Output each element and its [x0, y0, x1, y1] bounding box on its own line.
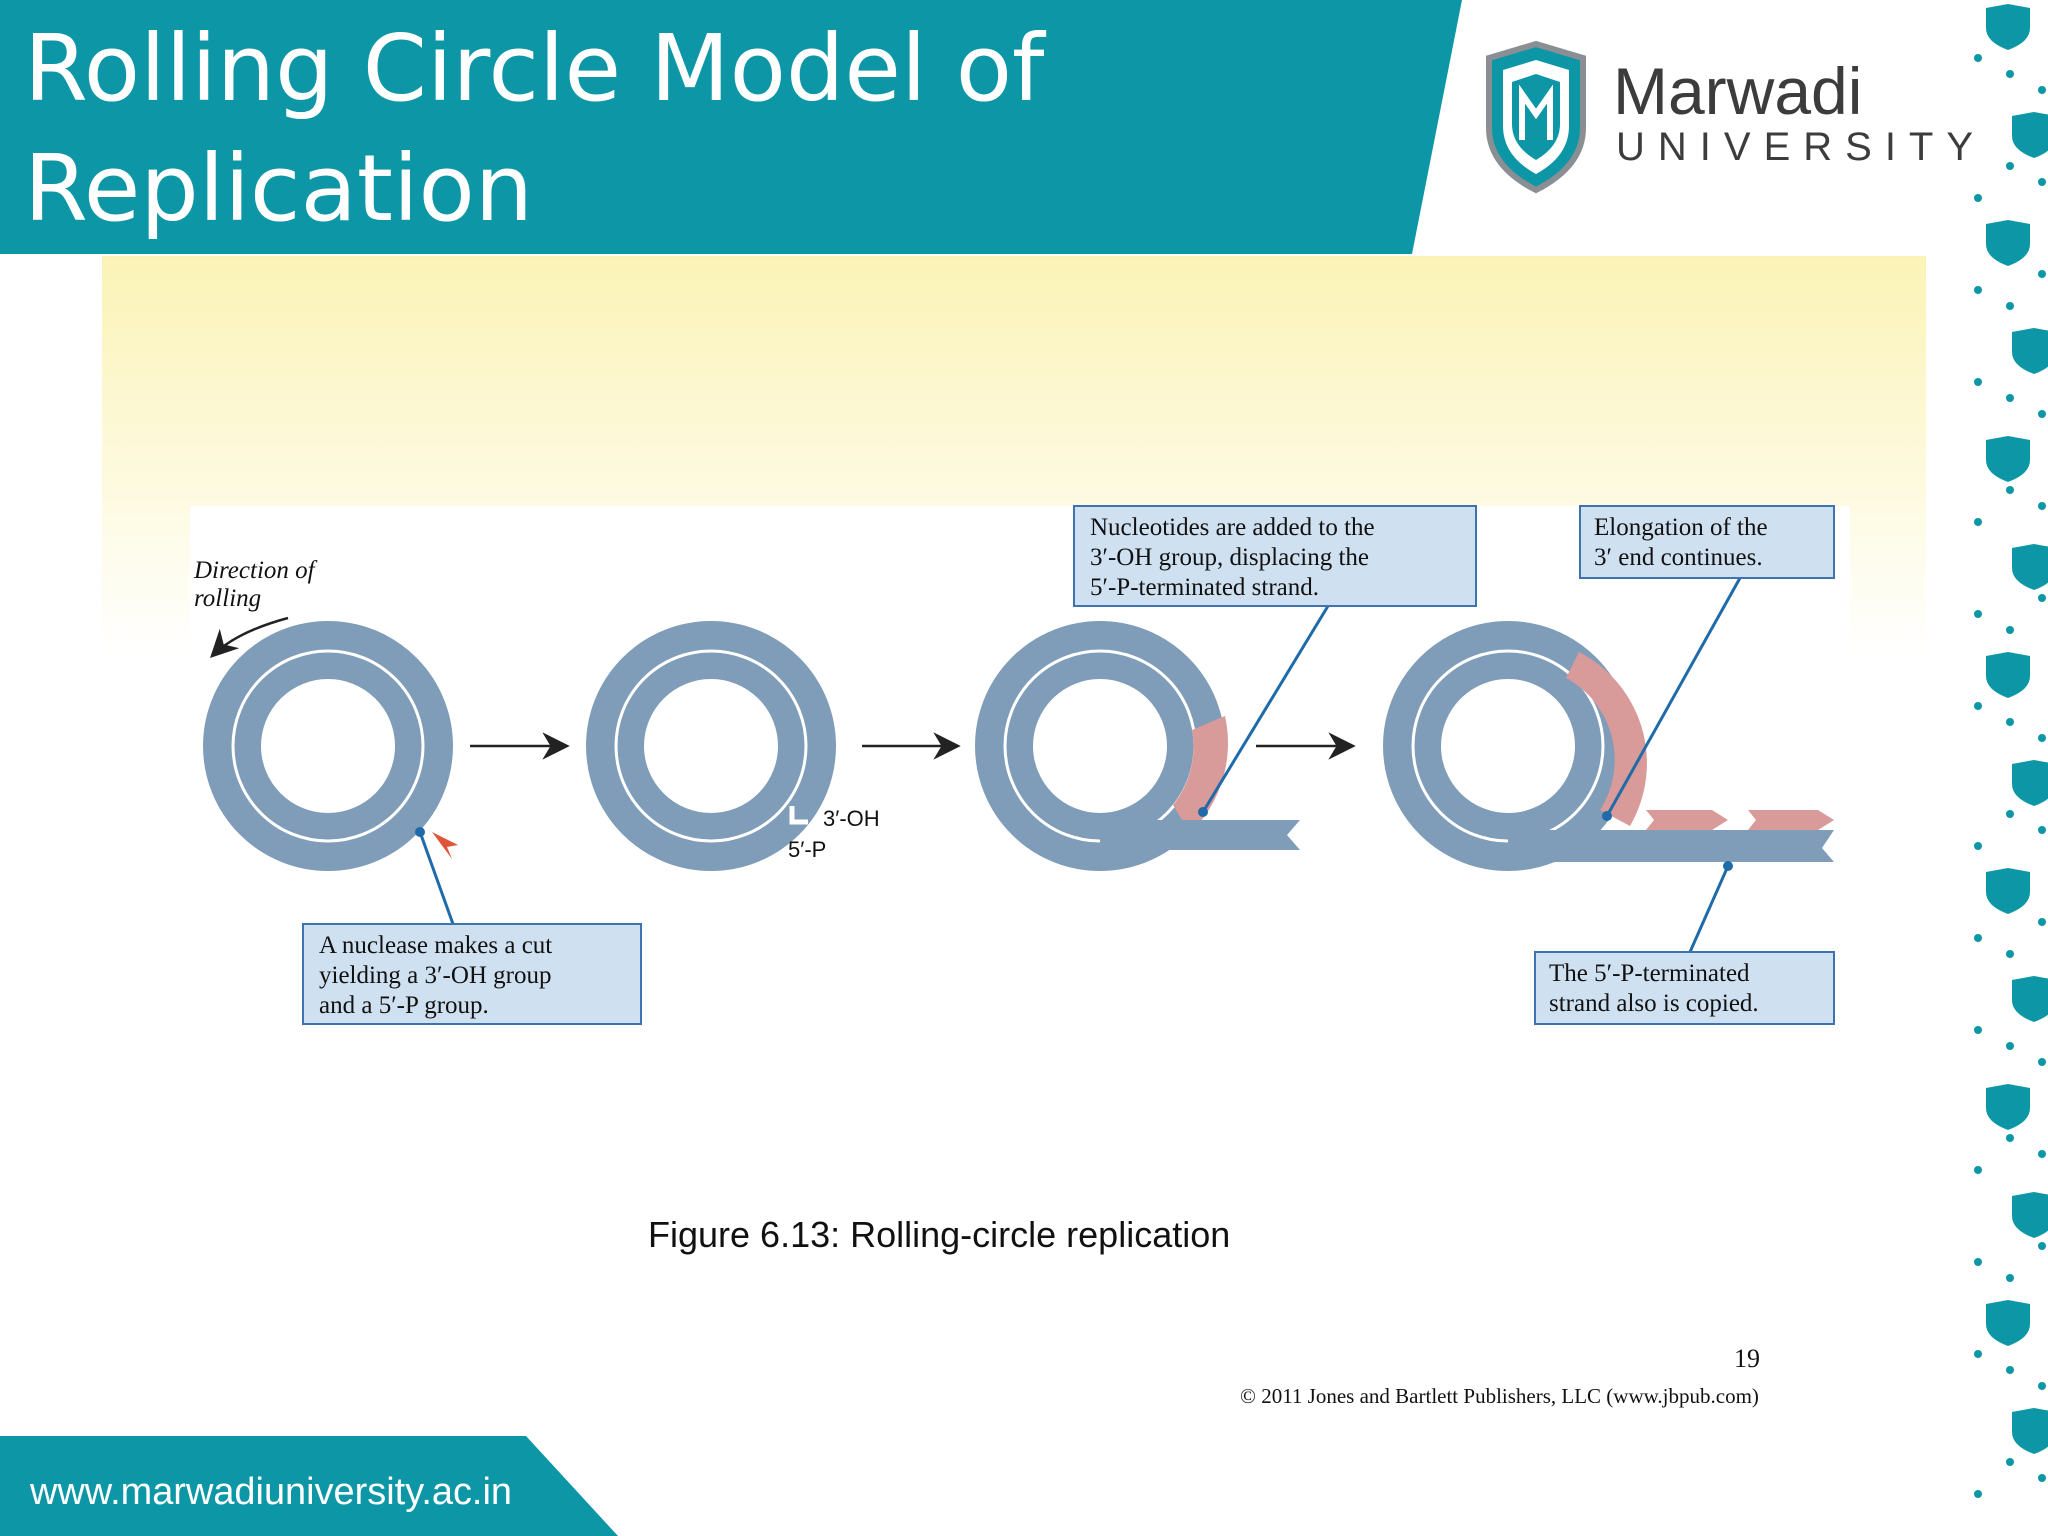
- decorative-dot: [1974, 1258, 1982, 1266]
- callout-copied: The 5′-P-terminated strand also is copie…: [1534, 861, 1835, 1025]
- decorative-dot: [1974, 1026, 1982, 1034]
- callout-nucleotides-line2: 3′-OH group, displacing the: [1090, 544, 1369, 571]
- decorative-shield-icon: [2012, 544, 2048, 590]
- decorative-dot: [2006, 626, 2014, 634]
- slide-title-line2: Replication: [24, 135, 533, 242]
- decorative-shield-icon: [2012, 760, 2048, 806]
- callout-nucleotides-line1: Nucleotides are added to the: [1090, 514, 1375, 541]
- decorative-shield-icon: [2012, 1192, 2048, 1238]
- decorative-dot: [2038, 1150, 2046, 1158]
- callout-elongation-line1: Elongation of the: [1594, 514, 1768, 541]
- decorative-dot: [1974, 610, 1982, 618]
- mu-shield-logo-icon: [1486, 40, 1586, 194]
- stage-1-circle: [203, 621, 453, 871]
- decorative-dot: [1974, 194, 1982, 202]
- decorative-dot: [2038, 918, 2046, 926]
- decorative-shield-icon: [1986, 436, 2030, 482]
- decorative-dot: [2038, 594, 2046, 602]
- decorative-dot: [2038, 86, 2046, 94]
- footer-url-link[interactable]: www.marwadiuniversity.ac.in: [29, 1471, 512, 1513]
- nick-mark: [789, 806, 808, 825]
- decorative-shield-icon: [2012, 976, 2048, 1022]
- decorative-dot: [1974, 378, 1982, 386]
- decorative-dot: [1974, 1490, 1982, 1498]
- nuclease-cut-arrow: [432, 832, 458, 859]
- direction-label-line1: Direction of: [193, 557, 318, 584]
- decorative-dot: [2038, 270, 2046, 278]
- stage-3-circle: [975, 621, 1300, 871]
- header-banner: [0, 0, 1462, 254]
- direction-label-line2: rolling: [194, 585, 261, 612]
- callout-nuclease: A nuclease makes a cut yielding a 3′-OH …: [302, 827, 642, 1025]
- decorative-shield-icon: [1986, 1084, 2030, 1130]
- logo-name: Marwadi: [1613, 54, 1862, 128]
- decorative-dot: [1974, 702, 1982, 710]
- callout-nuclease-line2: yielding a 3′-OH group: [319, 962, 552, 989]
- decorative-dot: [2038, 734, 2046, 742]
- decorative-dot: [1974, 54, 1982, 62]
- decorative-dot: [2006, 1366, 2014, 1374]
- decorative-dot: [2038, 1242, 2046, 1250]
- decorative-dot: [2006, 1458, 2014, 1466]
- decorative-dot: [2006, 950, 2014, 958]
- decorative-dot: [2038, 826, 2046, 834]
- decorative-dot: [1974, 518, 1982, 526]
- callout-copied-line1: The 5′-P-terminated: [1549, 960, 1750, 987]
- callout-nuclease-line1: A nuclease makes a cut: [319, 932, 552, 959]
- decorative-dot: [2006, 302, 2014, 310]
- decorative-dot: [2038, 410, 2046, 418]
- callout-elongation-line2: 3′ end continues.: [1594, 544, 1763, 571]
- decorative-shield-icon: [1986, 652, 2030, 698]
- decorative-dot: [2006, 718, 2014, 726]
- callout-nucleotides: Nucleotides are added to the 3′-OH group…: [1073, 505, 1477, 817]
- decorative-dot: [2006, 162, 2014, 170]
- decorative-dot: [1974, 1350, 1982, 1358]
- stage-2-circle: [586, 621, 836, 871]
- decorative-dot: [1974, 934, 1982, 942]
- decorative-shield-icon: [2012, 1408, 2048, 1454]
- decorative-dot: [2006, 70, 2014, 78]
- callout-nucleotides-line3: 5′-P-terminated strand.: [1090, 574, 1319, 601]
- decorative-dot: [1974, 286, 1982, 294]
- callout-nuclease-line3: and a 5′-P group.: [319, 992, 489, 1019]
- decorative-dot: [2038, 1474, 2046, 1482]
- decorative-shield-icon: [2012, 328, 2048, 374]
- decorative-dot: [2038, 502, 2046, 510]
- decorative-dot: [2038, 178, 2046, 186]
- decorative-shield-icon: [2012, 112, 2048, 158]
- direction-arrow: [210, 616, 289, 658]
- slide-title-line1: Rolling Circle Model of: [24, 15, 1047, 122]
- logo-sub: UNIVERSITY: [1616, 125, 1986, 169]
- decorative-dot: [2006, 1042, 2014, 1050]
- decorative-shield-column: [1974, 4, 2048, 1498]
- decorative-dot: [2006, 486, 2014, 494]
- decorative-dot: [1974, 842, 1982, 850]
- decorative-dot: [2038, 1058, 2046, 1066]
- decorative-dot: [2006, 394, 2014, 402]
- page-number: 19: [1734, 1344, 1760, 1373]
- copyright-note: © 2011 Jones and Bartlett Publishers, LL…: [1240, 1384, 1759, 1408]
- decorative-dot: [1974, 1166, 1982, 1174]
- figure-caption: Figure 6.13: Rolling-circle replication: [648, 1214, 1230, 1255]
- decorative-shield-icon: [1986, 220, 2030, 266]
- decorative-dot: [2038, 1382, 2046, 1390]
- decorative-shield-icon: [1986, 1300, 2030, 1346]
- callout-elongation: Elongation of the 3′ end continues.: [1579, 505, 1835, 821]
- footer-banner: [0, 1436, 618, 1536]
- decorative-shield-icon: [1986, 4, 2030, 50]
- end-label-3oh: 3′-OH: [823, 806, 880, 831]
- decorative-dot: [2006, 810, 2014, 818]
- callout-copied-line2: strand also is copied.: [1549, 990, 1759, 1017]
- decorative-shield-icon: [1986, 868, 2030, 914]
- decorative-dot: [2006, 1134, 2014, 1142]
- end-label-5p: 5′-P: [788, 837, 826, 862]
- decorative-dot: [2006, 1274, 2014, 1282]
